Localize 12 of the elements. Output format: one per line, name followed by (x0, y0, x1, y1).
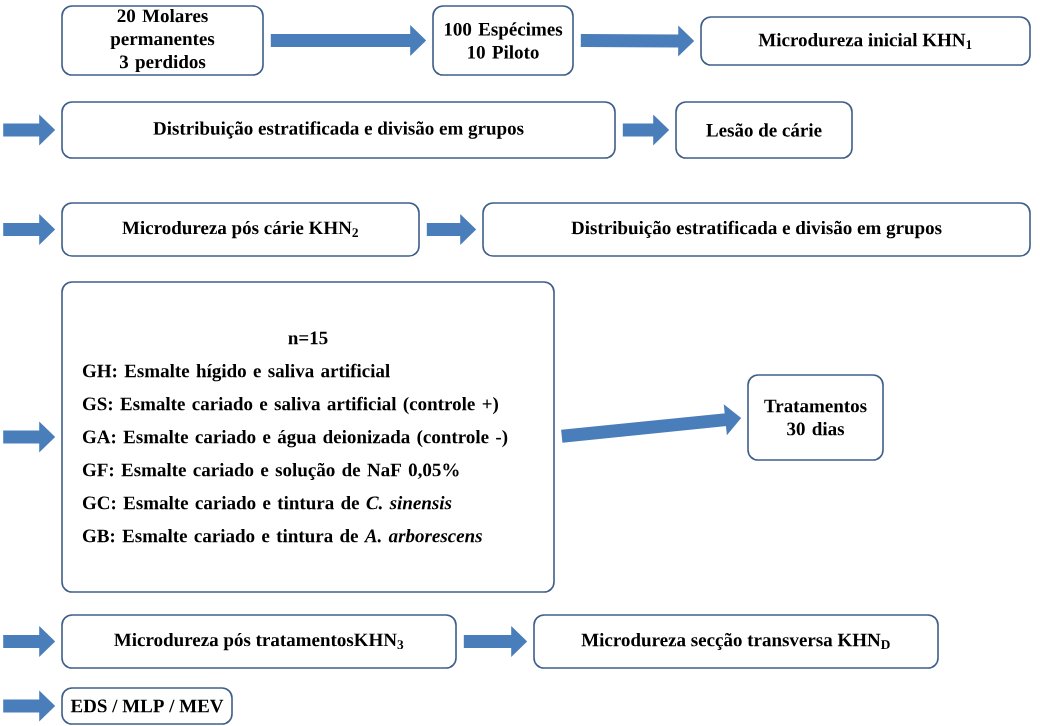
process-box: n=15 GH: Esmalte hígido e saliva artificial GS: Esmalte cariado e saliva artificial (controle +) GA: Esmalte cariado e água deionizada (controle -) GF: Esmalte cariado e solução de NaF 0,05% GC: Esmalte cariado e tintura de C. sinensis GB: Esmalte cariado e tintura de A. arborescens (61, 281, 555, 593)
process-box: Microdureza secção transversa KHN$_{D}$ (533, 614, 939, 669)
process-box: Distribuição estratificada e divisão em grupos (482, 202, 1031, 257)
process-box: Microdureza pós cárie KHN$_{2}$ (61, 202, 420, 257)
process-box: Distribuição estratificada e divisão em grupos (61, 101, 616, 159)
process-box: 100 Espécimes 10 Piloto (432, 5, 574, 76)
process-box: Lesão de cárie (675, 101, 853, 159)
process-box: Microdureza pós tratamentosKHN$_{3}$ (61, 614, 457, 669)
process-box: EDS / MLP / MEV (61, 687, 233, 725)
process-box: Microdureza inicial KHN$_{1}$ (700, 16, 1031, 66)
process-box: Tratamentos 30 dias (747, 374, 884, 461)
process-box: 20 Molares permanentes 3 perdidos (61, 5, 264, 76)
